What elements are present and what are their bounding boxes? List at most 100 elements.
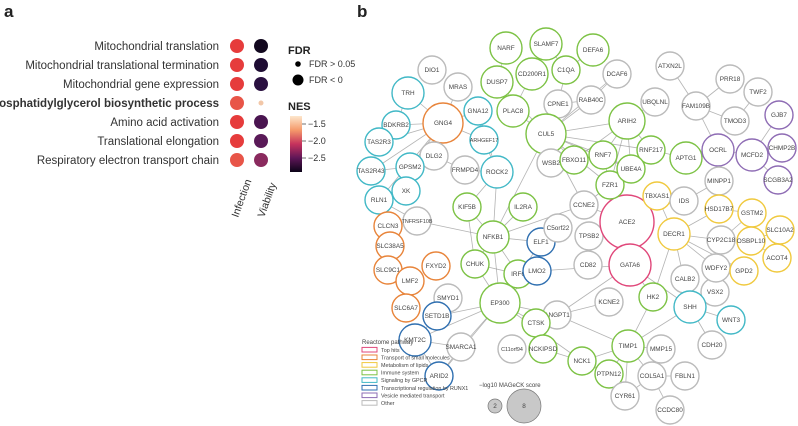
- infection-dot: [230, 39, 244, 53]
- gene-label: WNT3: [722, 317, 741, 324]
- gene-node: [364, 185, 394, 215]
- gene-label: ATXN2L: [658, 63, 682, 70]
- gene-label: HSD17B7: [705, 206, 734, 213]
- gene-label: C11orf94: [501, 347, 523, 353]
- gene-label: MMP15: [650, 346, 672, 353]
- gene-node: [729, 256, 759, 286]
- gene-node: [735, 138, 769, 172]
- gene-label: CALB2: [675, 276, 696, 283]
- gene-label: RNF7: [595, 152, 612, 159]
- pathway-label: Respiratory electron transport chain: [37, 155, 219, 167]
- gene-label: DCAF6: [607, 71, 628, 78]
- legend-swatch: [361, 346, 378, 353]
- gene-node: [528, 334, 558, 364]
- gene-label: DUSP7: [486, 79, 508, 86]
- column-label-infection: Infection: [230, 177, 255, 219]
- size-legend-small-value: 2: [493, 403, 497, 410]
- pathway-label: Translational elongation: [97, 136, 219, 148]
- gene-label: RNF217: [639, 147, 663, 154]
- gene-node: [616, 154, 646, 184]
- gene-label: PLAC8: [503, 108, 524, 115]
- gene-label: SMARCA1: [446, 344, 477, 351]
- infection-dot: [230, 58, 244, 72]
- legend-swatch: [361, 392, 378, 399]
- size-legend-large-circle: [506, 388, 542, 424]
- gene-node: [567, 346, 597, 376]
- viability-dot: [258, 100, 264, 106]
- gene-label: OCRL: [709, 147, 727, 154]
- nes-tick-3: −2.5: [308, 153, 326, 163]
- gene-label: NCKIPSD: [529, 346, 558, 353]
- gene-label: CD200R1: [518, 71, 547, 78]
- viability-dot: [254, 115, 268, 129]
- pathway-label: Phosphatidylglycerol biosynthetic proces…: [0, 98, 219, 110]
- gene-label: CYR61: [615, 393, 636, 400]
- gene-node: [636, 135, 666, 165]
- gene-label: GNG4: [434, 120, 453, 127]
- gene-node: [551, 55, 581, 85]
- legend-label: Metabolism of lipids: [381, 363, 429, 369]
- gene-node: [655, 51, 685, 81]
- gene-label: ARID2: [430, 373, 449, 380]
- gene-node: [576, 85, 606, 115]
- legend-swatch: [361, 369, 378, 376]
- gene-label: ANGPT1: [544, 312, 570, 319]
- gene-node: [704, 194, 734, 224]
- infection-dot: [230, 153, 244, 167]
- gene-node: [594, 359, 624, 389]
- gene-label: TRH: [401, 90, 415, 97]
- gene-label: CTSK: [527, 320, 545, 327]
- gene-label: GSTM2: [741, 210, 763, 217]
- legend-label: Signaling by GPCR: [381, 378, 428, 384]
- gene-label: CCNE2: [573, 202, 595, 209]
- legend-swatch: [361, 384, 378, 391]
- gene-node: [480, 155, 514, 189]
- gene-node: [443, 72, 473, 102]
- gene-node: [608, 243, 652, 287]
- gene-node: [559, 145, 589, 175]
- gene-node: [743, 77, 773, 107]
- gene-node: [573, 250, 603, 280]
- gene-label: PTPN12: [597, 371, 622, 378]
- legend-swatch: [361, 362, 378, 368]
- gene-node: [476, 220, 510, 254]
- gene-node: [422, 102, 464, 144]
- panel-a-label: a: [4, 2, 14, 21]
- gene-label: NCK1: [573, 358, 590, 365]
- size-legend: −log10 MAGeCK score 2 8: [479, 383, 542, 424]
- gene-label: IRF6: [511, 271, 525, 278]
- gene-label: LMO2: [528, 268, 546, 275]
- legend-swatch: [361, 400, 378, 406]
- gene-label: TBXAS1: [645, 193, 670, 200]
- gene-label: ARIH2: [618, 118, 637, 125]
- network-nodes: DIO1MRASTRHGNA12GNG4BDKRB2ARHGEF17TAS2R3…: [356, 27, 797, 425]
- gene-node: [460, 249, 490, 279]
- viability-dot: [254, 58, 268, 72]
- gene-node: [610, 381, 640, 411]
- gene-node: [496, 94, 530, 128]
- legend-label: Top hits: [381, 348, 400, 354]
- gene-node: [669, 186, 699, 216]
- gene-node: [574, 221, 604, 251]
- fdr-legend: FDR FDR > 0.05 FDR < 0: [288, 45, 355, 86]
- gene-label: OSBPL10: [737, 238, 766, 245]
- gene-label: FAM109B: [682, 103, 710, 110]
- panel-b-label: b: [357, 2, 367, 21]
- gene-label: SLC9C1: [376, 267, 401, 274]
- gene-node: [669, 141, 703, 175]
- gene-label: FBXO11: [562, 157, 586, 164]
- gene-node: [515, 57, 549, 91]
- gene-label: PRR18: [720, 76, 741, 83]
- gene-node: [611, 329, 645, 363]
- gene-node: [391, 76, 425, 110]
- gene-label: SLC38A5: [376, 243, 404, 250]
- gene-node: [398, 323, 432, 357]
- gene-label: SCGB3A2: [763, 177, 793, 184]
- legend-label: Transcriptional regulation by RUNX1: [381, 386, 468, 392]
- gene-label: ROCK2: [486, 169, 508, 176]
- nes-tick-1: −1.5: [308, 119, 326, 129]
- gene-node: [720, 106, 750, 136]
- gene-label: SLC6A7: [394, 305, 418, 312]
- gene-label: FRMPD4: [452, 167, 479, 174]
